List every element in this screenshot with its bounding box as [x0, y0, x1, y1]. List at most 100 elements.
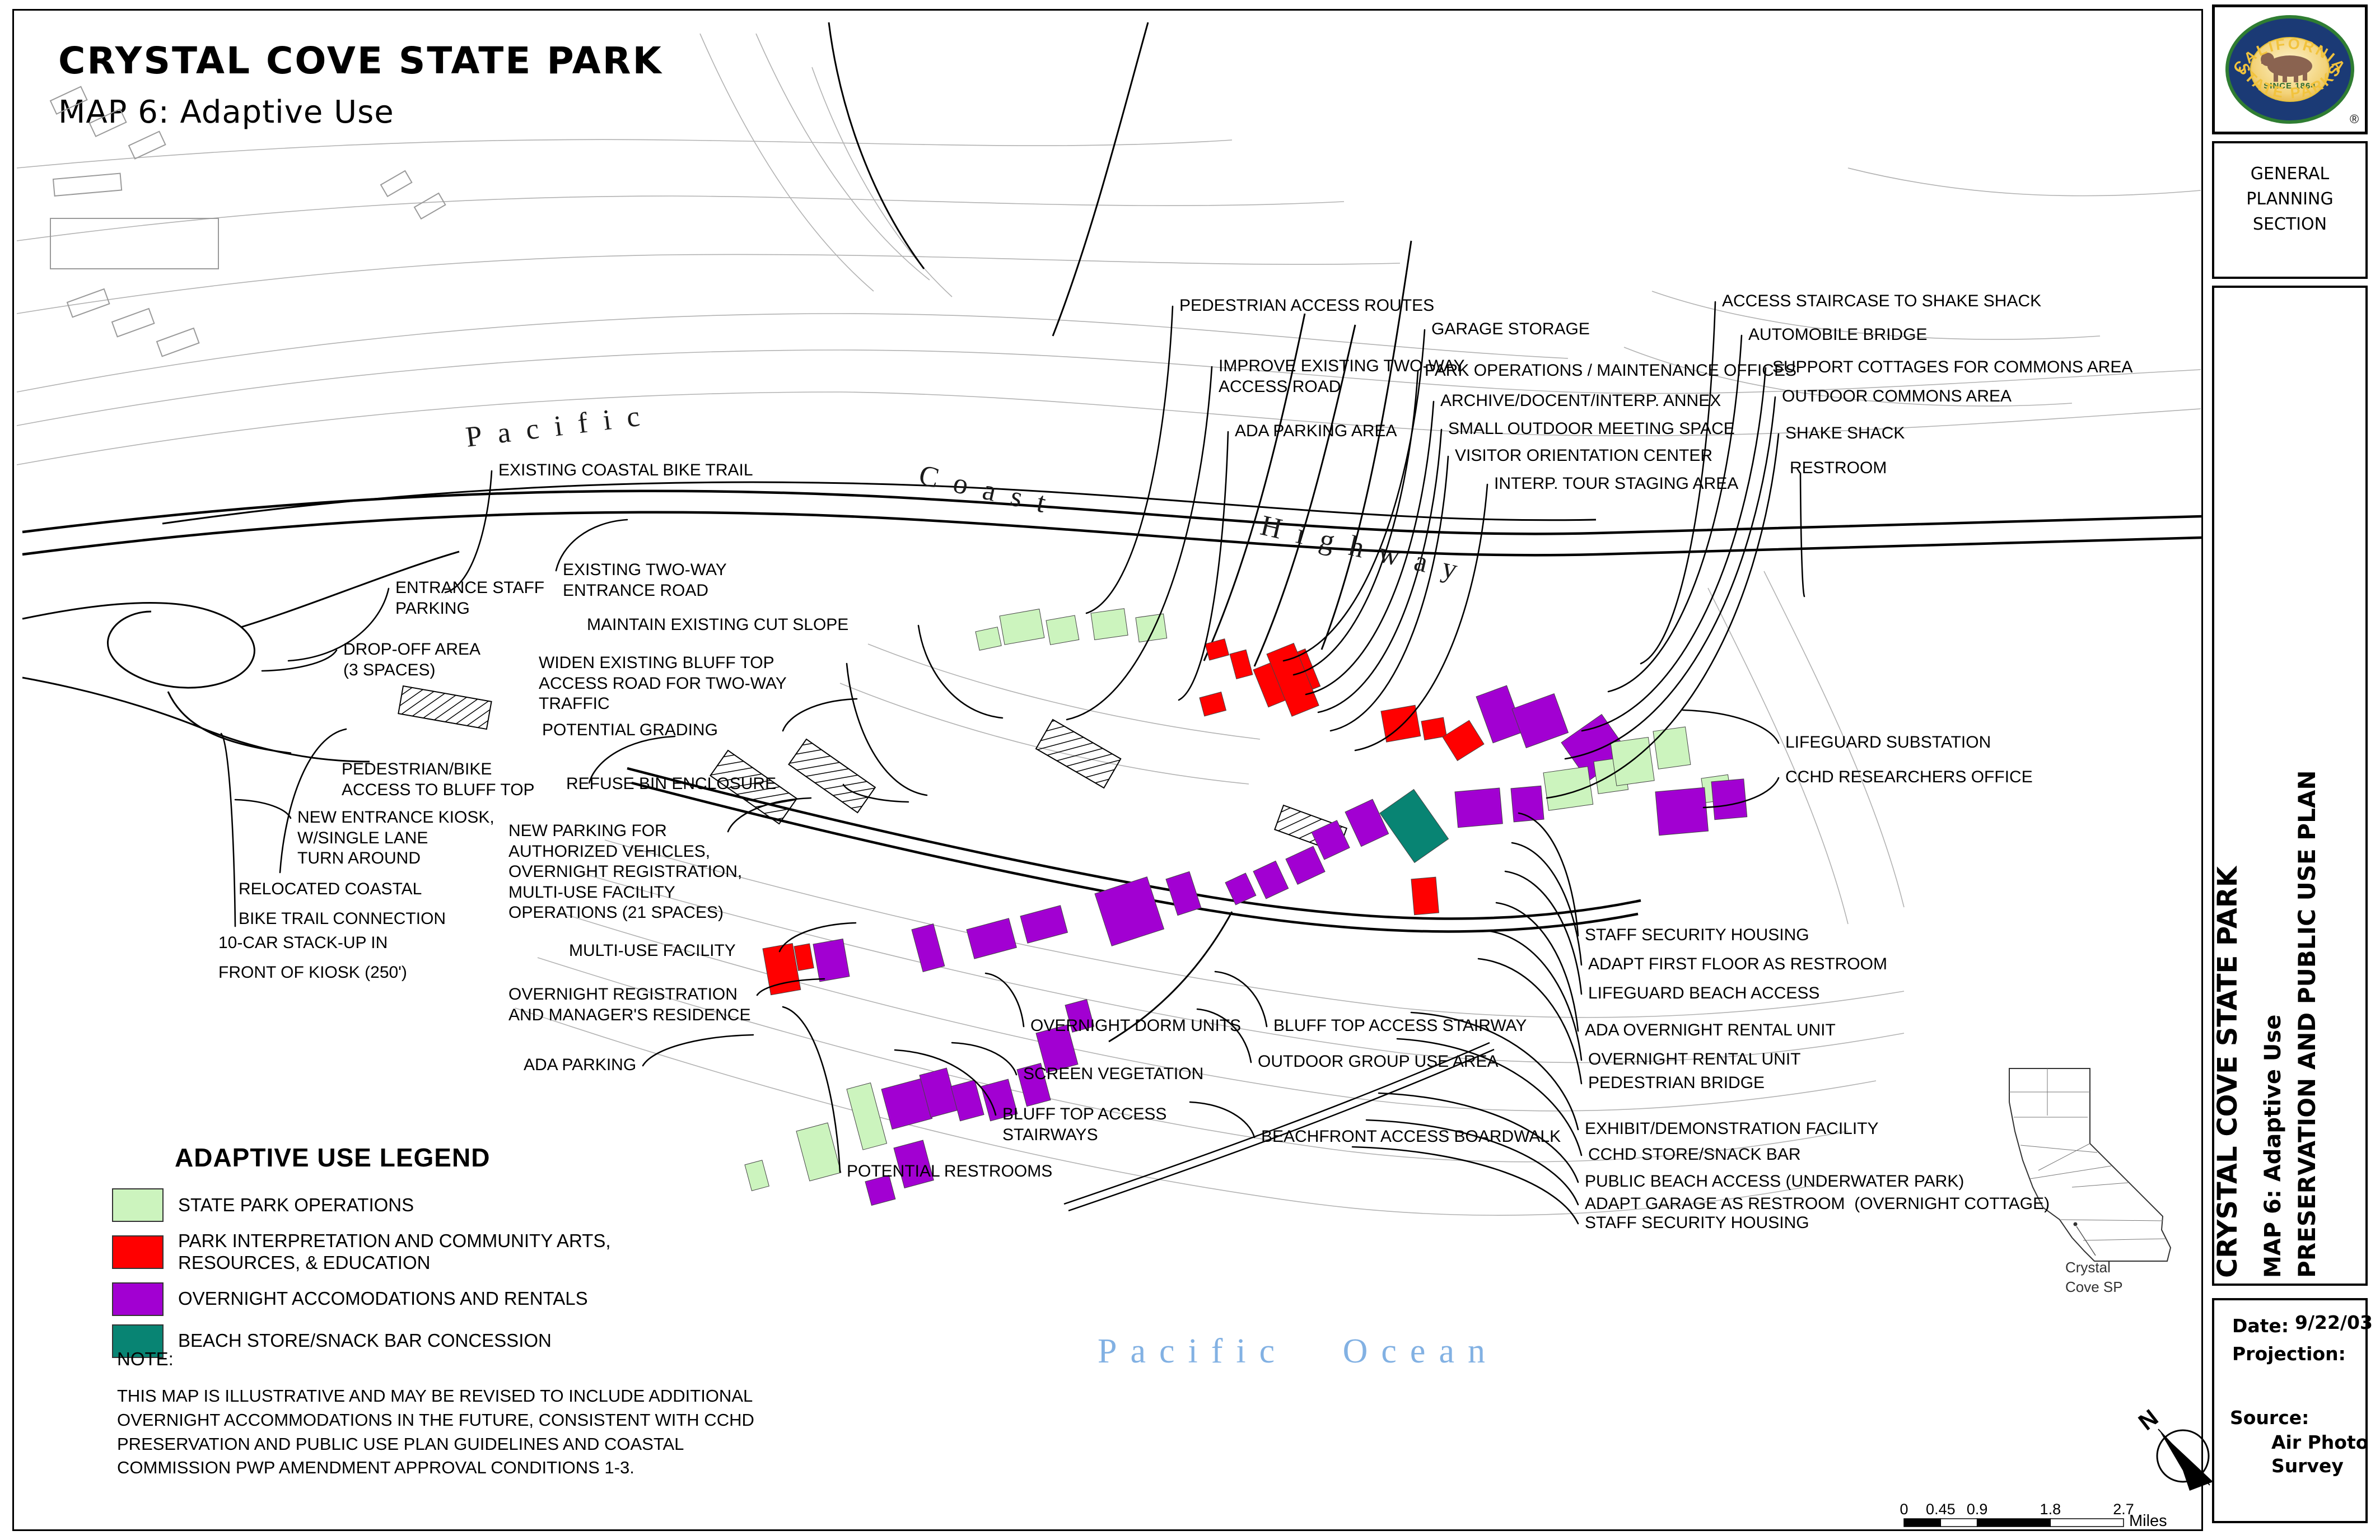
- map-label: WIDEN EXISTING BLUFF TOP ACCESS ROAD FOR…: [539, 654, 787, 713]
- map-label: STAFF SECURITY HOUSING: [1585, 926, 1809, 944]
- legend: ADAPTIVE USE LEGEND STATE PARK OPERATION…: [112, 1142, 611, 1366]
- leader-line: [1317, 428, 1443, 713]
- leader-line: [1292, 370, 1419, 676]
- map-label: PEDESTRIAN/BIKE ACCESS TO BLUFF TOP: [342, 760, 535, 799]
- leader-line: [984, 972, 1025, 1028]
- sidebar-vertical-title-park: CRYSTAL COVE STATE PARK: [2212, 866, 2243, 1278]
- leader-line: [951, 1042, 1018, 1076]
- leader-line: [782, 1006, 841, 1173]
- map-label: RELOCATED COASTAL BIKE TRAIL CONNECTION: [239, 880, 446, 928]
- leader-line: [588, 735, 676, 784]
- map-label: BLUFF TOP ACCESS STAIRWAYS: [1002, 1105, 1167, 1144]
- legend-label: OVERNIGHT ACCOMODATIONS AND RENTALS: [178, 1288, 588, 1309]
- map-label: OUTDOOR COMMONS AREA: [1782, 387, 2012, 405]
- leader-line: [1799, 472, 1805, 598]
- svg-text:®: ®: [2350, 112, 2359, 126]
- legend-item: PARK INTERPRETATION AND COMMUNITY ARTS, …: [112, 1230, 611, 1274]
- map-label: PEDESTRIAN BRIDGE: [1588, 1074, 1765, 1092]
- map-label: SHAKE SHACK: [1785, 424, 1905, 442]
- leader-line: [1511, 842, 1583, 966]
- sidebar-vertical-title-map: MAP 6: Adaptive Use: [2260, 1014, 2286, 1278]
- bear-icon: [2261, 53, 2312, 82]
- leader-line: [1351, 1146, 1579, 1225]
- leader-line: [1564, 396, 1776, 760]
- map-label: MAINTAIN EXISTING CUT SLOPE: [587, 615, 849, 634]
- leader-line: [261, 649, 338, 672]
- leader-line: [1495, 902, 1579, 1032]
- note-heading: NOTE:: [117, 1348, 174, 1369]
- scale-bar-tick: 0.45: [1926, 1501, 1956, 1518]
- map-label: ADAPT FIRST FLOOR AS RESTROOM: [1588, 955, 1887, 973]
- leader-line: [555, 519, 628, 572]
- leader-line: [1477, 958, 1583, 1085]
- legend-label: BEACH STORE/SNACK BAR CONCESSION: [178, 1330, 552, 1351]
- leader-line: [1354, 483, 1488, 752]
- parking-hatch: [398, 685, 1348, 853]
- source-value-line2: Survey: [2271, 1455, 2344, 1477]
- leader-line: [1178, 431, 1229, 701]
- leader-line: [1546, 433, 1780, 799]
- map-label: ADA OVERNIGHT RENTAL UNIT: [1585, 1021, 1836, 1039]
- map-label: ARCHIVE/DOCENT/INTERP. ANNEX: [1440, 391, 1721, 410]
- leader-line: [1365, 1119, 1579, 1206]
- map-label: BLUFF TOP ACCESS STAIRWAY: [1273, 1016, 1527, 1035]
- leader-line: [1378, 1092, 1579, 1183]
- map-label: EXHIBIT/DEMONSTRATION FACILITY: [1585, 1119, 1879, 1138]
- scale-bar-unit: Miles: [2129, 1512, 2167, 1530]
- leader-line: [1682, 709, 1780, 744]
- map-label: VISITOR ORIENTATION CENTER: [1455, 446, 1713, 465]
- leader-line: [287, 587, 390, 662]
- legend-title: ADAPTIVE USE LEGEND: [175, 1143, 491, 1172]
- leader-line: [234, 799, 292, 819]
- scale-bar-tick: 1.8: [2040, 1501, 2061, 1518]
- svg-text:N: N: [2134, 1404, 2163, 1435]
- map-label: SCREEN VEGETATION: [1023, 1065, 1204, 1083]
- source-label: Source:: [2230, 1407, 2309, 1429]
- leader-line: [1640, 301, 1716, 665]
- leader-line: [1607, 334, 1743, 693]
- inland-structures: [49, 86, 446, 357]
- leader-line: [1504, 870, 1583, 995]
- leader-line: [1214, 970, 1268, 1028]
- scale-bar-segment: [1976, 1518, 2051, 1527]
- ca-state-parks-logo: SINCE 1864 CALIFORNIA STATE PARKS ®: [2225, 15, 2359, 126]
- map-label: ADA PARKING AREA: [1235, 422, 1397, 440]
- ocean-label: Pacific Ocean: [1098, 1332, 1499, 1370]
- leader-line: [756, 978, 825, 996]
- map-label: ACCESS STAIRCASE TO SHAKE SHACK: [1722, 292, 2042, 310]
- inset-map-label: Crystal Cove SP: [2065, 1259, 2123, 1296]
- boardwalk: [1063, 1042, 1495, 1212]
- legend-swatch: [112, 1188, 164, 1222]
- leader-line: [279, 728, 347, 874]
- scale-bar-tick: 2.7: [2113, 1501, 2134, 1518]
- map-label: AUTOMOBILE BRIDGE: [1748, 325, 1928, 344]
- note-body: THIS MAP IS ILLUSTRATIVE AND MAY BE REVI…: [117, 1386, 754, 1478]
- leader-line: [1486, 930, 1583, 1061]
- map-label: SUPPORT COTTAGES FOR COMMONS AREA: [1772, 358, 2133, 376]
- scale-bar-segment: [1940, 1518, 1978, 1527]
- leader-line: [220, 732, 236, 927]
- leader-line: [1189, 1101, 1256, 1138]
- general-planning-section-label: GENERAL PLANNING SECTION: [2246, 164, 2334, 234]
- scale-bar-tick: 0.9: [1967, 1501, 1988, 1518]
- map-label: CCHD RESEARCHERS OFFICE: [1785, 768, 2033, 786]
- leader-line: [1410, 1011, 1579, 1131]
- map-label: PEDESTRIAN ACCESS ROUTES: [1179, 296, 1435, 315]
- leader-line: [1305, 400, 1435, 696]
- leader-line: [1282, 329, 1426, 662]
- map-label: PARK OPERATIONS / MAINTENANCE OFFICES: [1425, 361, 1796, 380]
- leader-line: [1396, 1038, 1583, 1156]
- leader-line: [444, 470, 493, 594]
- map-label: SMALL OUTDOOR MEETING SPACE: [1448, 419, 1735, 438]
- date-source-box: [2212, 1298, 2368, 1523]
- vertical-title-box: [2212, 286, 2368, 1286]
- map-label: NEW ENTRANCE KIOSK, W/SINGLE LANE TURN A…: [297, 808, 494, 868]
- map-label: ADAPT GARAGE AS RESTROOM (OVERNIGHT COTT…: [1585, 1194, 2050, 1213]
- leader-line: [642, 1034, 754, 1067]
- map-label: OVERNIGHT DORM UNITS: [1030, 1016, 1242, 1035]
- leader-line: [1196, 1008, 1252, 1063]
